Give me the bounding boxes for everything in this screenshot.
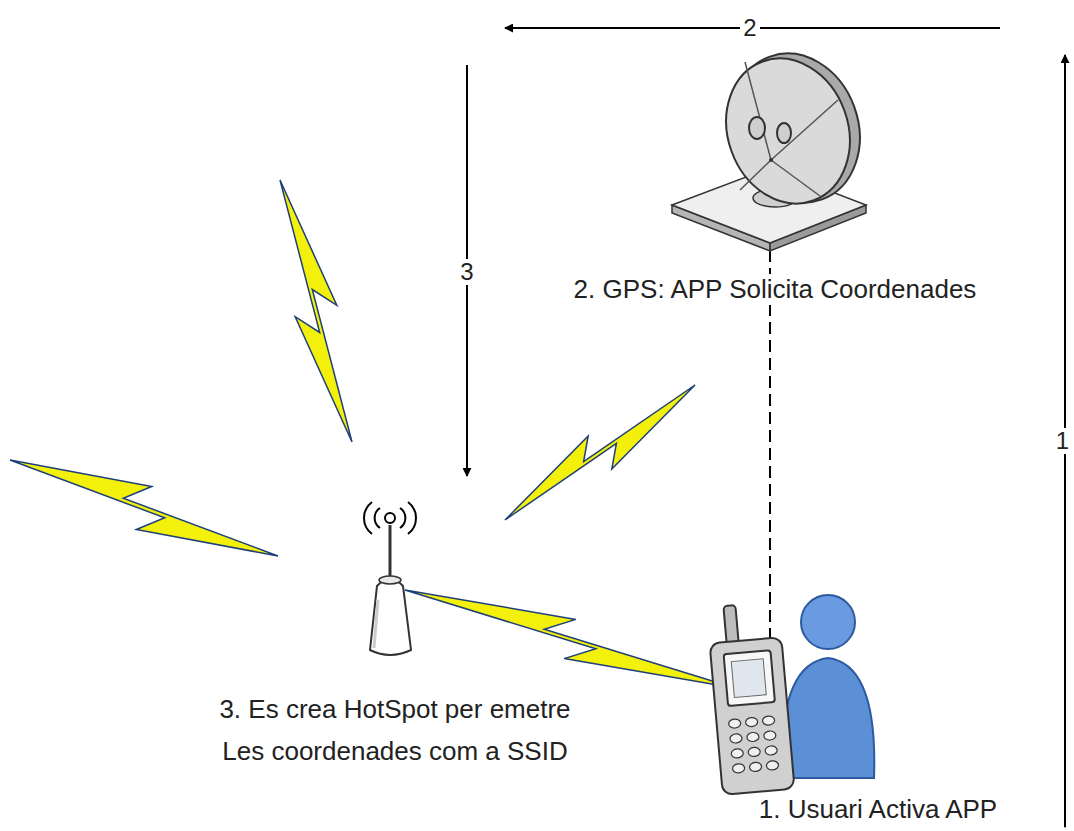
keypad-key [765,745,778,755]
step-text: 2. GPS: APP Solicita Coordenades [574,274,977,305]
lightning-bolt [405,590,735,688]
step-label: 2. GPS: APP Solicita Coordenades [571,274,980,305]
step-text: 3. Es crea HotSpot per emetre Les coorde… [201,688,589,772]
keypad-key [732,763,745,773]
step-number: 1 [1053,428,1072,454]
lightning-bolt [280,180,352,442]
step-number: 2 [740,15,759,41]
lightning-bolt [505,385,695,520]
keypad-key [730,733,743,743]
keypad-key [749,762,762,772]
step-number: 3 [457,259,476,285]
lightning-bolts [10,180,735,688]
keypad-key [747,732,760,742]
satellite-dish [672,35,880,251]
keypad-key [728,719,741,729]
lightning-bolt [10,460,278,556]
hotspot-antenna [364,502,416,655]
step-label: 3. Es crea HotSpot per emetre Les coorde… [198,688,592,772]
keypad-key [763,731,776,741]
user-figure [782,595,875,778]
step-text: 1. Usuari Activa APP [759,794,997,825]
mobile-phone [706,601,794,795]
keypad-key [731,748,744,758]
keypad-key [745,717,758,727]
step-label: 1. Usuari Activa APP [756,794,1000,825]
keypad-key [762,716,775,726]
keypad-key [748,747,761,757]
keypad-key [766,760,779,770]
